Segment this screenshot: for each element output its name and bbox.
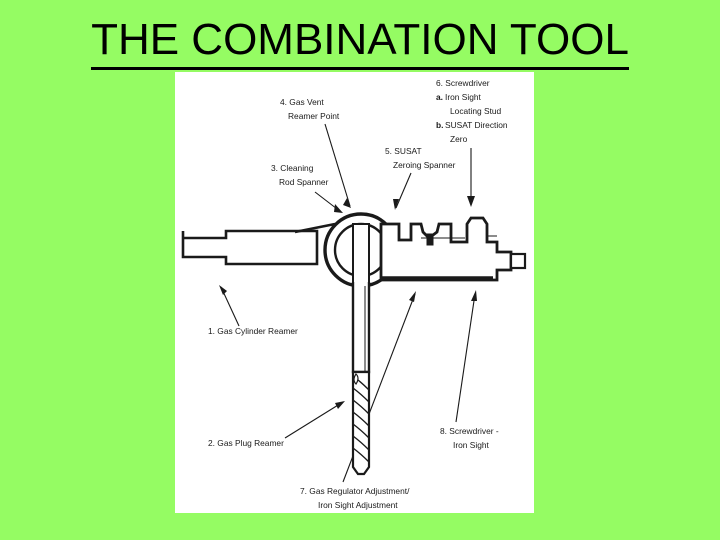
combination-tool-diagram: 6. Screwdriver a. Iron Sight Locating St… xyxy=(181,78,527,510)
page-title: THE COMBINATION TOOL xyxy=(0,15,720,70)
label-2-line-1: 2. Gas Plug Reamer xyxy=(208,438,284,448)
label-8: 8. Screwdriver - Iron Sight xyxy=(440,426,499,450)
label-8-line-2: Iron Sight xyxy=(453,440,490,450)
label-2: 2. Gas Plug Reamer xyxy=(208,438,284,448)
label-7-line-2: Iron Sight Adjustment xyxy=(318,500,398,510)
label-6-line-4: SUSAT Direction xyxy=(445,120,508,130)
label-6-line-4-marker: b. xyxy=(436,120,443,130)
leader-arrow-5 xyxy=(393,199,399,210)
label-5: 5. SUSAT Zeroing Spanner xyxy=(385,146,456,170)
label-8-line-1: 8. Screwdriver - xyxy=(440,426,499,436)
label-6-line-2-marker: a. xyxy=(436,92,443,102)
label-6-line-2: Iron Sight xyxy=(445,92,482,102)
leader-arrow-8 xyxy=(471,290,477,301)
tool-right-tip xyxy=(509,252,527,270)
label-6-line-5: Zero xyxy=(450,134,468,144)
label-1-line-1: 1. Gas Cylinder Reamer xyxy=(208,326,298,336)
label-7: 7. Gas Regulator Adjustment/ Iron Sight … xyxy=(300,486,410,510)
label-5-line-2: Zeroing Spanner xyxy=(393,160,456,170)
tool-ring-slot xyxy=(352,223,370,285)
label-6: 6. Screwdriver a. Iron Sight Locating St… xyxy=(436,78,508,144)
label-4: 4. Gas Vent Reamer Point xyxy=(280,97,340,121)
label-6-line-1: 6. Screwdriver xyxy=(436,78,490,88)
label-4-line-2: Reamer Point xyxy=(288,111,340,121)
label-3-line-2: Rod Spanner xyxy=(279,177,329,187)
label-6-line-3: Locating Stud xyxy=(450,106,502,116)
leader-arrow-2 xyxy=(335,401,345,409)
tool-gas-cylinder-reamer-blade xyxy=(181,229,319,266)
tool-iron-sight-locating-stud xyxy=(426,233,434,246)
leader-line-8 xyxy=(455,293,476,423)
label-4-line-1: 4. Gas Vent xyxy=(280,97,324,107)
tool-shank xyxy=(351,282,371,374)
leader-arrow-6 xyxy=(467,196,475,207)
label-3-line-1: 3. Cleaning xyxy=(271,163,314,173)
tool-spanner-notches xyxy=(379,216,513,282)
leader-arrow-1 xyxy=(219,285,227,295)
label-3: 3. Cleaning Rod Spanner xyxy=(271,163,329,187)
tool-body xyxy=(181,212,527,476)
page-title-text: THE COMBINATION TOOL xyxy=(91,15,629,70)
leader-arrow-7 xyxy=(409,291,416,302)
leader-line-2 xyxy=(284,401,344,439)
leader-arrow-3 xyxy=(334,204,343,213)
leader-line-5 xyxy=(395,172,412,209)
leader-arrow-4 xyxy=(343,198,351,208)
figure-panel: 6. Screwdriver a. Iron Sight Locating St… xyxy=(175,72,534,513)
tool-left-shoulder-top xyxy=(294,222,336,234)
label-7-line-1: 7. Gas Regulator Adjustment/ xyxy=(300,486,410,496)
leader-line-4 xyxy=(324,123,351,207)
tool-drill-relief-notch xyxy=(353,373,359,385)
label-5-line-1: 5. SUSAT xyxy=(385,146,422,156)
leader-lines xyxy=(219,123,477,483)
label-1: 1. Gas Cylinder Reamer xyxy=(208,326,298,336)
